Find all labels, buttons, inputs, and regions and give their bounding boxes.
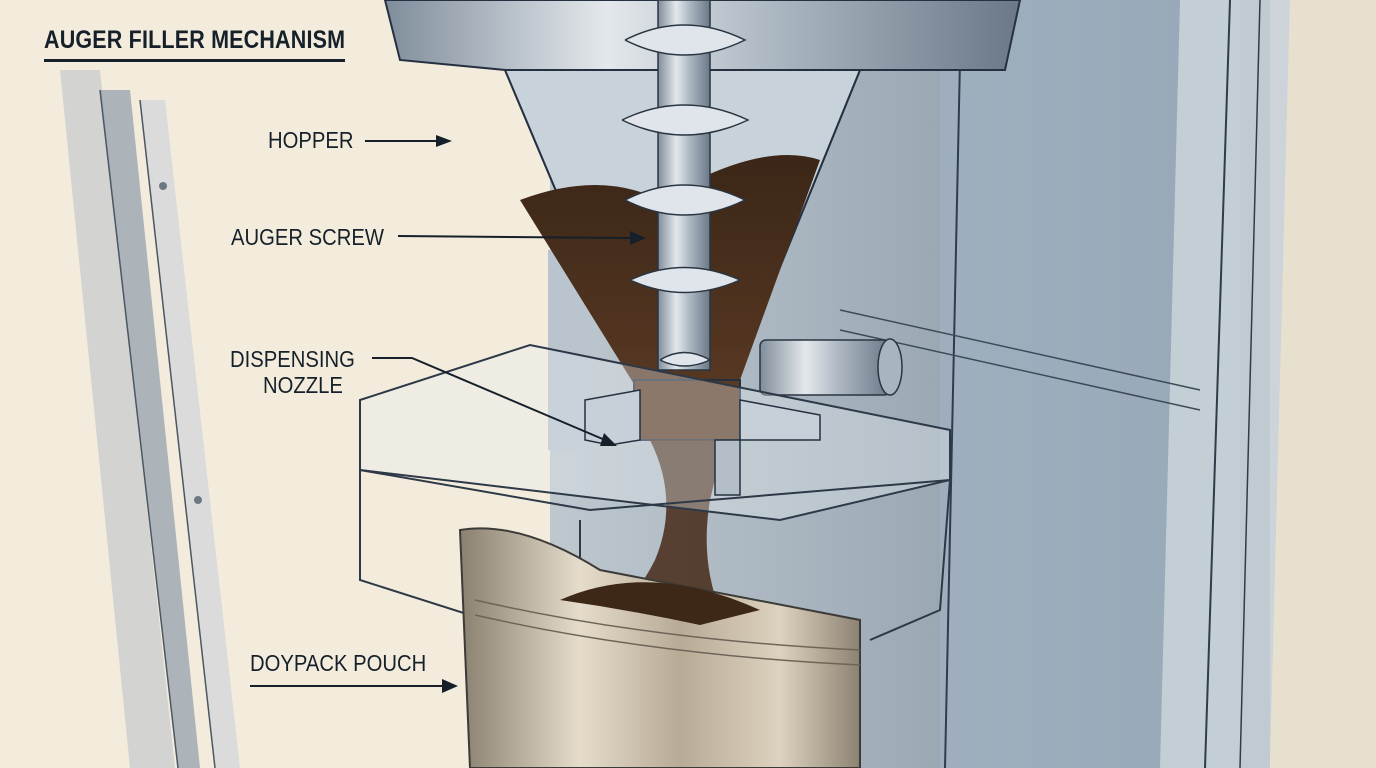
doypack-pouch xyxy=(458,527,861,768)
label-hopper: HOPPER xyxy=(268,127,354,153)
label-auger-screw: AUGER SCREW xyxy=(231,224,384,250)
label-dispensing-nozzle-line1: DISPENSING xyxy=(230,346,355,372)
leader-arrows xyxy=(250,135,646,693)
powder-stream xyxy=(600,440,720,610)
diagram-title: AUGER FILLER MECHANISM xyxy=(44,26,346,62)
label-doypack-pouch: DOYPACK POUCH xyxy=(250,650,427,676)
left-frame xyxy=(60,70,240,768)
label-dispensing-nozzle: DISPENSING NOZZLE xyxy=(230,346,355,399)
auger-screw xyxy=(621,0,750,371)
transparent-guard xyxy=(359,343,951,652)
nozzle-flange xyxy=(584,389,821,496)
side-cylinder xyxy=(759,338,903,396)
label-dispensing-nozzle-line2: NOZZLE xyxy=(263,372,343,399)
